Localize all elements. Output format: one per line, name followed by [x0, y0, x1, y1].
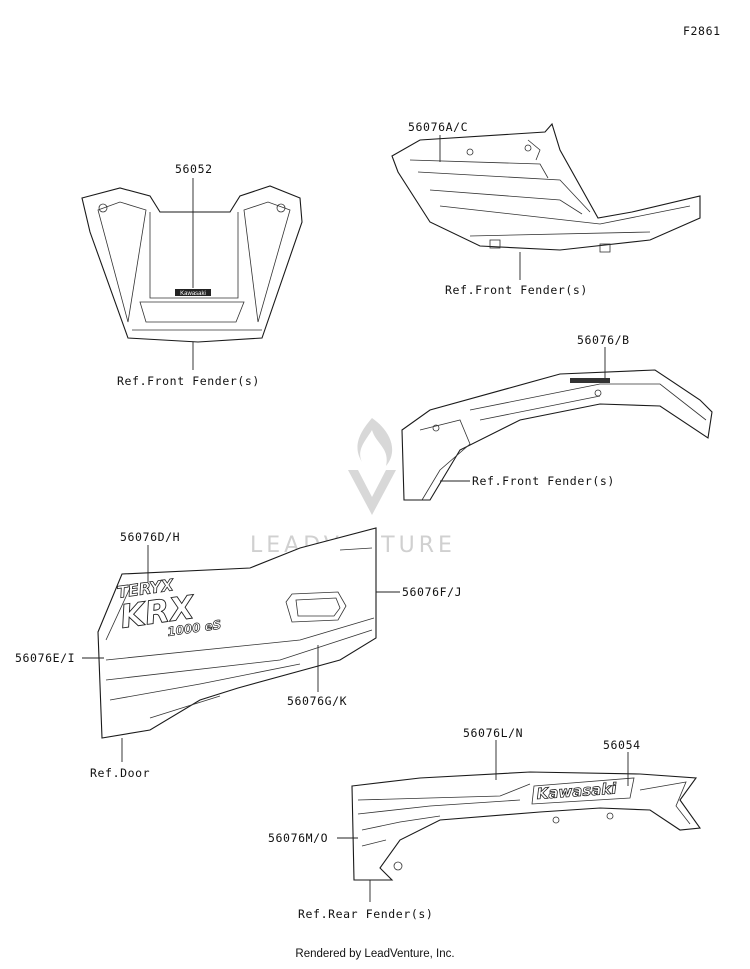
front-fender-decal-side	[401, 369, 713, 501]
footer-credit: Rendered by LeadVenture, Inc.	[295, 948, 455, 960]
callout-56076ln: 56076L/N	[463, 726, 523, 740]
figure-code: F2861	[683, 24, 721, 38]
callout-56076ac: 56076A/C	[408, 120, 468, 134]
callout-56052: 56052	[175, 162, 213, 176]
ref-door: Ref.Door	[90, 766, 150, 780]
callout-56076b: 56076/B	[577, 333, 630, 347]
callout-56076mo: 56076M/O	[268, 831, 328, 845]
callout-56054: 56054	[603, 738, 641, 752]
ref-rear-fender: Ref.Rear Fender(s)	[298, 907, 433, 921]
door-decal-part: TERYX KRX 1000 eS	[97, 527, 377, 739]
rear-fender-decal-part: Kawasaki	[351, 771, 701, 881]
ref-front-fender-2: Ref.Front Fender(s)	[445, 283, 588, 297]
callout-56076ei: 56076E/I	[15, 651, 75, 665]
watermark-flame-icon	[357, 418, 393, 466]
hood-badge-text: Kawasaki	[180, 291, 206, 297]
callout-56076dh: 56076D/H	[120, 530, 180, 544]
watermark-v-icon	[348, 470, 396, 515]
callout-56076fj: 56076F/J	[402, 585, 462, 599]
callout-56076gk: 56076G/K	[287, 694, 347, 708]
front-fender-decal-upper	[391, 122, 701, 253]
ref-front-fender-3: Ref.Front Fender(s)	[472, 474, 615, 488]
hood-panel-part: Kawasaki	[81, 185, 303, 343]
ref-front-fender-1: Ref.Front Fender(s)	[117, 374, 260, 388]
hood-badge	[175, 289, 211, 296]
